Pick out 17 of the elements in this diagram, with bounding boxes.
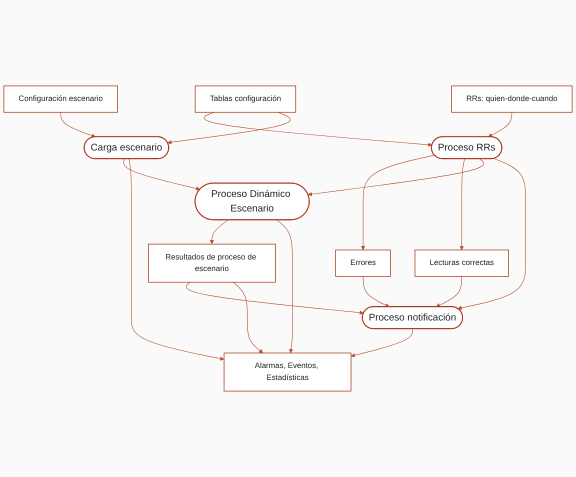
arrow [460,158,465,250]
arrow [276,220,294,354]
arrow [204,112,432,147]
arrow [350,328,413,358]
arrow [360,154,435,250]
arrow [210,220,229,244]
arrow [60,112,96,138]
arrow [488,112,512,138]
arrow [308,158,484,196]
arrow [186,282,364,315]
arrow [436,276,462,308]
arrow [128,158,224,361]
arrow [458,158,526,310]
arrow [123,158,200,191]
arrow [233,282,264,354]
arrow [362,276,390,308]
arrow [167,112,291,144]
